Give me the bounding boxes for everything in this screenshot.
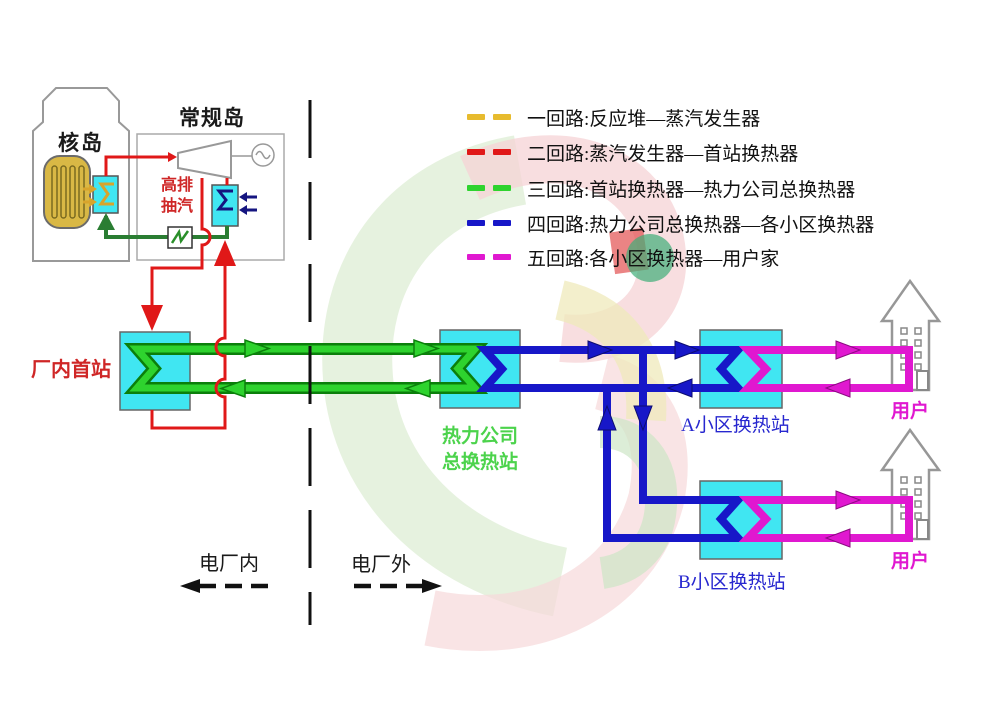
sg-coil-icon [98,182,114,206]
legend-item-loop5: 五回路:各小区换热器—用户家 [467,246,780,270]
steam-generator [92,175,119,214]
green-left-arrow-icon [218,378,246,399]
hx-coil-icon [215,189,233,211]
legend-dash-icon [467,149,485,155]
magenta-right-arrow-icon [835,490,862,510]
blue-right-arrow-icon [587,340,614,360]
pipe-loop2 [104,152,236,430]
conventional-island-label: 常规岛 [179,106,245,130]
legend-item-loop4: 四回路:热力公司总换热器—各小区换热器 [467,212,875,236]
magenta-right-arrow-icon [835,340,862,360]
left-arrow-icon [180,579,200,593]
blue-up-arrow-icon [597,404,617,431]
legend-item-loop1: 一回路:反应堆—蒸汽发生器 [467,106,761,130]
user-a-label: 用户 [891,401,930,422]
loop1-arrow-icon [89,197,97,207]
red-down-arrow-icon [141,305,163,331]
loop1-arrow-icon [89,184,97,194]
district-b-label: B小区换热站 [678,572,786,593]
blue-left-arrow-icon [666,378,693,398]
magenta-left-arrow-icon [824,378,851,398]
right-arrow-icon [422,579,442,593]
company-station-label-line1: 热力公司 [441,426,518,447]
red-up-arrow-icon [214,240,236,266]
pipe-loop5 [738,340,913,548]
first-station-label: 厂内首站 [31,359,111,381]
pipe-loop3 [123,338,489,399]
extraction-steam-label: 高排抽汽 [161,177,194,215]
inside-plant-label: 电厂内 [199,553,259,575]
magenta-left-arrow-icon [824,528,851,548]
green-right-arrow-icon [413,338,441,359]
legend-dash-icon [493,220,511,226]
legend-label: 五回路:各小区换热器—用户家 [527,248,780,270]
legend-label: 二回路:蒸汽发生器—首站换热器 [527,143,799,165]
green-right-arrow-icon [244,338,272,359]
legend-label: 四回路:热力公司总换热器—各小区换热器 [527,214,875,236]
legend-item-loop3: 三回路:首站换热器—热力公司总换热器 [467,177,856,201]
company-station-label-line2: 总换热站 [441,452,518,473]
blue-right-arrow-icon [674,340,701,360]
pipe-sg-loop [97,213,229,249]
legend-dash-icon [493,114,511,120]
district-a-label: A小区换热站 [681,415,790,436]
user-b-label: 用户 [891,551,930,572]
legend-dash-icon [493,185,511,191]
blue-down-arrow-icon [633,405,653,432]
legend-dash-icon [493,149,511,155]
legend-dash-icon [467,114,485,120]
condensate-zigzag-icon [170,228,190,245]
house-a-door [916,370,929,391]
outside-plant-label: 电厂外 [351,554,411,576]
green-left-arrow-icon [403,378,431,399]
house-b-door [916,519,929,540]
legend-item-loop2: 二回路:蒸汽发生器—首站换热器 [467,141,799,165]
darkgreen-up-arrow-icon [97,213,115,230]
legend-dash-icon [467,254,485,260]
turbine-icon [177,139,232,180]
legend-dash-icon [467,220,485,226]
nuclear-island-label: 核岛 [58,131,104,155]
legend-label: 一回路:反应堆—蒸汽发生器 [527,108,761,130]
pipe-loop4 [476,340,747,542]
legend-dash-icon [493,254,511,260]
legend-label: 三回路:首站换热器—热力公司总换热器 [527,179,856,201]
region-arrows [180,579,442,593]
legend-dash-icon [467,185,485,191]
watermark-logo [322,135,688,652]
